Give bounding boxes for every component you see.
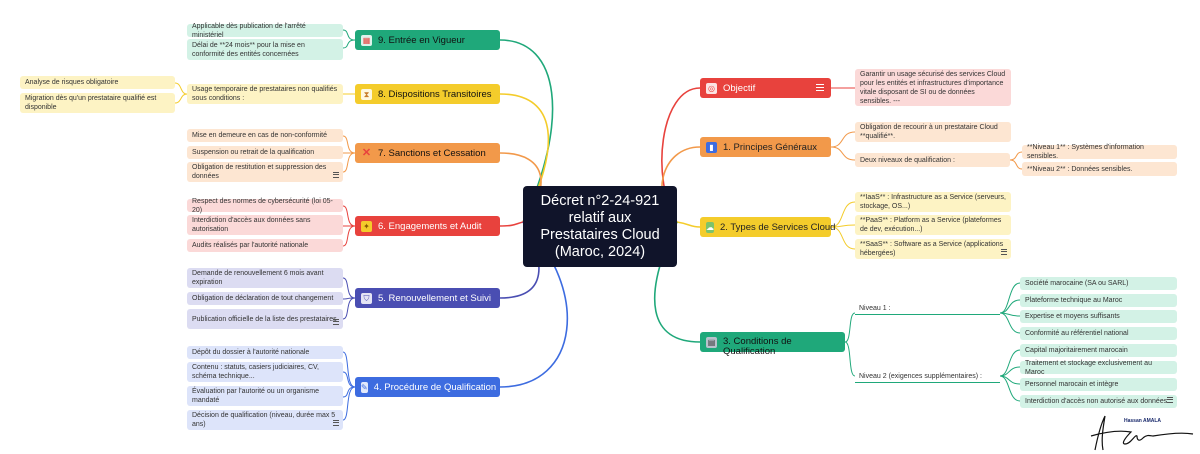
branch-label: 7. Sanctions et Cessation [378, 147, 486, 159]
leaf-principes-1[interactable]: Obligation de recourir à un prestataire … [855, 122, 1011, 142]
leaf-n2-item[interactable]: Traitement et stockage exclusivement au … [1020, 360, 1177, 376]
branch-transitoires[interactable]: ⧗ 8. Dispositions Transitoires [355, 84, 500, 104]
clipboard-icon: ▤ [706, 337, 717, 348]
leaf-sanction[interactable]: Obligation de restitution et suppression… [187, 162, 343, 182]
leaf-n1-item[interactable]: Société marocaine (SA ou SARL) [1020, 277, 1177, 290]
leaf-niveau1-def[interactable]: **Niveau 1** : Systèmes d'information se… [1022, 144, 1177, 160]
note-icon[interactable] [1167, 396, 1173, 405]
leaf-engagement[interactable]: Audits réalisés par l'autorité nationale [187, 239, 343, 252]
leaf-renouvellement[interactable]: Obligation de déclaration de tout change… [187, 292, 343, 305]
branch-procedure[interactable]: ✎ 4. Procédure de Qualification [355, 377, 500, 397]
leaf-niveau2-def[interactable]: **Niveau 2** : Données sensibles. [1022, 162, 1177, 176]
branch-objectif[interactable]: ◎ Objectif [700, 78, 831, 98]
leaf-n1-item[interactable]: Expertise et moyens suffisants [1020, 310, 1177, 323]
leaf-renouvellement[interactable]: Publication officielle de la liste des p… [187, 309, 343, 329]
leaf-transitoires[interactable]: Usage temporaire de prestataires non qua… [187, 84, 343, 104]
branch-label: 5. Renouvellement et Suivi [378, 292, 492, 304]
note-icon[interactable] [816, 84, 824, 93]
label-niveau2: Niveau 2 (exigences supplémentaires) : [859, 373, 982, 380]
branch-label: 2. Types de Services Cloud [720, 221, 836, 233]
leaf-analyse-risques[interactable]: Analyse de risques obligatoire [20, 76, 175, 89]
hourglass-icon: ⧗ [361, 88, 372, 100]
leaf-objectif[interactable]: Garantir un usage sécurisé des services … [855, 69, 1011, 106]
branch-principes[interactable]: ▮ 1. Principes Généraux [700, 137, 831, 157]
shield-icon: ⛉ [361, 292, 372, 304]
leaf-migration[interactable]: Migration dès qu'un prestataire qualifié… [20, 93, 175, 113]
label-niveau1: Niveau 1 : [859, 305, 891, 312]
target-icon: ◎ [706, 82, 717, 94]
leaf-sanction[interactable]: Suspension ou retrait de la qualificatio… [187, 146, 343, 159]
note-icon[interactable] [333, 419, 339, 428]
memo-icon: ✎ [361, 381, 368, 393]
note-icon[interactable] [333, 171, 339, 180]
branch-label: 1. Principes Généraux [723, 141, 817, 153]
leaf-paas[interactable]: **PaaS** : Platform as a Service (platef… [855, 215, 1011, 235]
leaf-vigueur-1[interactable]: Applicable dès publication de l'arrêté m… [187, 23, 343, 39]
leaf-n2-item[interactable]: Personnel marocain et intègre [1020, 378, 1177, 391]
note-icon[interactable] [1001, 248, 1007, 257]
leaf-principes-2[interactable]: Deux niveaux de qualification : [855, 153, 1010, 167]
branch-conditions[interactable]: ▤ 3. Conditions de Qualification [700, 332, 845, 357]
leaf-engagement[interactable]: Interdiction d'accès aux données sans au… [187, 215, 343, 235]
leaf-saas[interactable]: **SaaS** : Software as a Service (applic… [855, 239, 1011, 259]
branch-label: 9. Entrée en Vigueur [378, 34, 465, 46]
leaf-renouvellement[interactable]: Demande de renouvellement 6 mois avant e… [187, 268, 343, 288]
branch-label: 3. Conditions de Qualification [723, 336, 792, 357]
handshake-icon: ✦ [361, 220, 372, 232]
leaf-vigueur-2[interactable]: Délai de **24 mois** pour la mise en con… [187, 39, 343, 60]
leaf-n2-item[interactable]: Capital majoritairement marocain [1020, 344, 1177, 357]
central-topic[interactable]: Décret n°2-24-921 relatif aux Prestatair… [523, 186, 677, 267]
leaf-procedure[interactable]: Contenu : statuts, casiers judiciaires, … [187, 362, 343, 382]
leaf-n2-item[interactable]: Interdiction d'accès non autorisé aux do… [1020, 395, 1177, 408]
book-icon: ▮ [706, 141, 717, 153]
leaf-sanction[interactable]: Mise en demeure en cas de non-conformité [187, 129, 343, 142]
calendar-icon: ▦ [361, 34, 372, 46]
branch-label: 4. Procédure de Qualification [373, 381, 497, 393]
branch-label: 6. Engagements et Audit [378, 220, 482, 232]
cross-icon: ✕ [361, 146, 372, 159]
branch-label: 8. Dispositions Transitoires [378, 88, 492, 100]
branch-renouvellement[interactable]: ⛉ 5. Renouvellement et Suivi [355, 288, 500, 308]
central-title-line: Prestataires Cloud [540, 226, 660, 243]
branch-vigueur[interactable]: ▦ 9. Entrée en Vigueur [355, 30, 500, 50]
cloud-icon: ☁ [706, 221, 714, 233]
central-title-line: Décret n°2-24-921 [540, 192, 660, 209]
branch-label: Objectif [723, 82, 756, 94]
leaf-procedure[interactable]: Évaluation par l'autorité ou un organism… [187, 386, 343, 406]
central-title-line: relatif aux [568, 209, 632, 226]
note-icon[interactable] [333, 318, 339, 327]
central-title-line: (Maroc, 2024) [554, 243, 646, 260]
branch-sanctions[interactable]: ✕ 7. Sanctions et Cessation [355, 143, 500, 163]
leaf-n1-item[interactable]: Plateforme technique au Maroc [1020, 294, 1177, 307]
leaf-engagement[interactable]: Respect des normes de cybersécurité (loi… [187, 198, 343, 214]
signature-image [1090, 415, 1194, 451]
leaf-n1-item[interactable]: Conformité au référentiel national [1020, 327, 1177, 340]
leaf-iaas[interactable]: **IaaS** : Infrastructure as a Service (… [855, 192, 1011, 212]
leaf-procedure[interactable]: Décision de qualification (niveau, durée… [187, 410, 343, 430]
branch-types[interactable]: ☁ 2. Types de Services Cloud [700, 217, 835, 237]
leaf-procedure[interactable]: Dépôt du dossier à l'autorité nationale [187, 346, 343, 359]
branch-engagements[interactable]: ✦ 6. Engagements et Audit [355, 216, 500, 236]
signature-name: Hassan AMALA [1124, 418, 1162, 424]
